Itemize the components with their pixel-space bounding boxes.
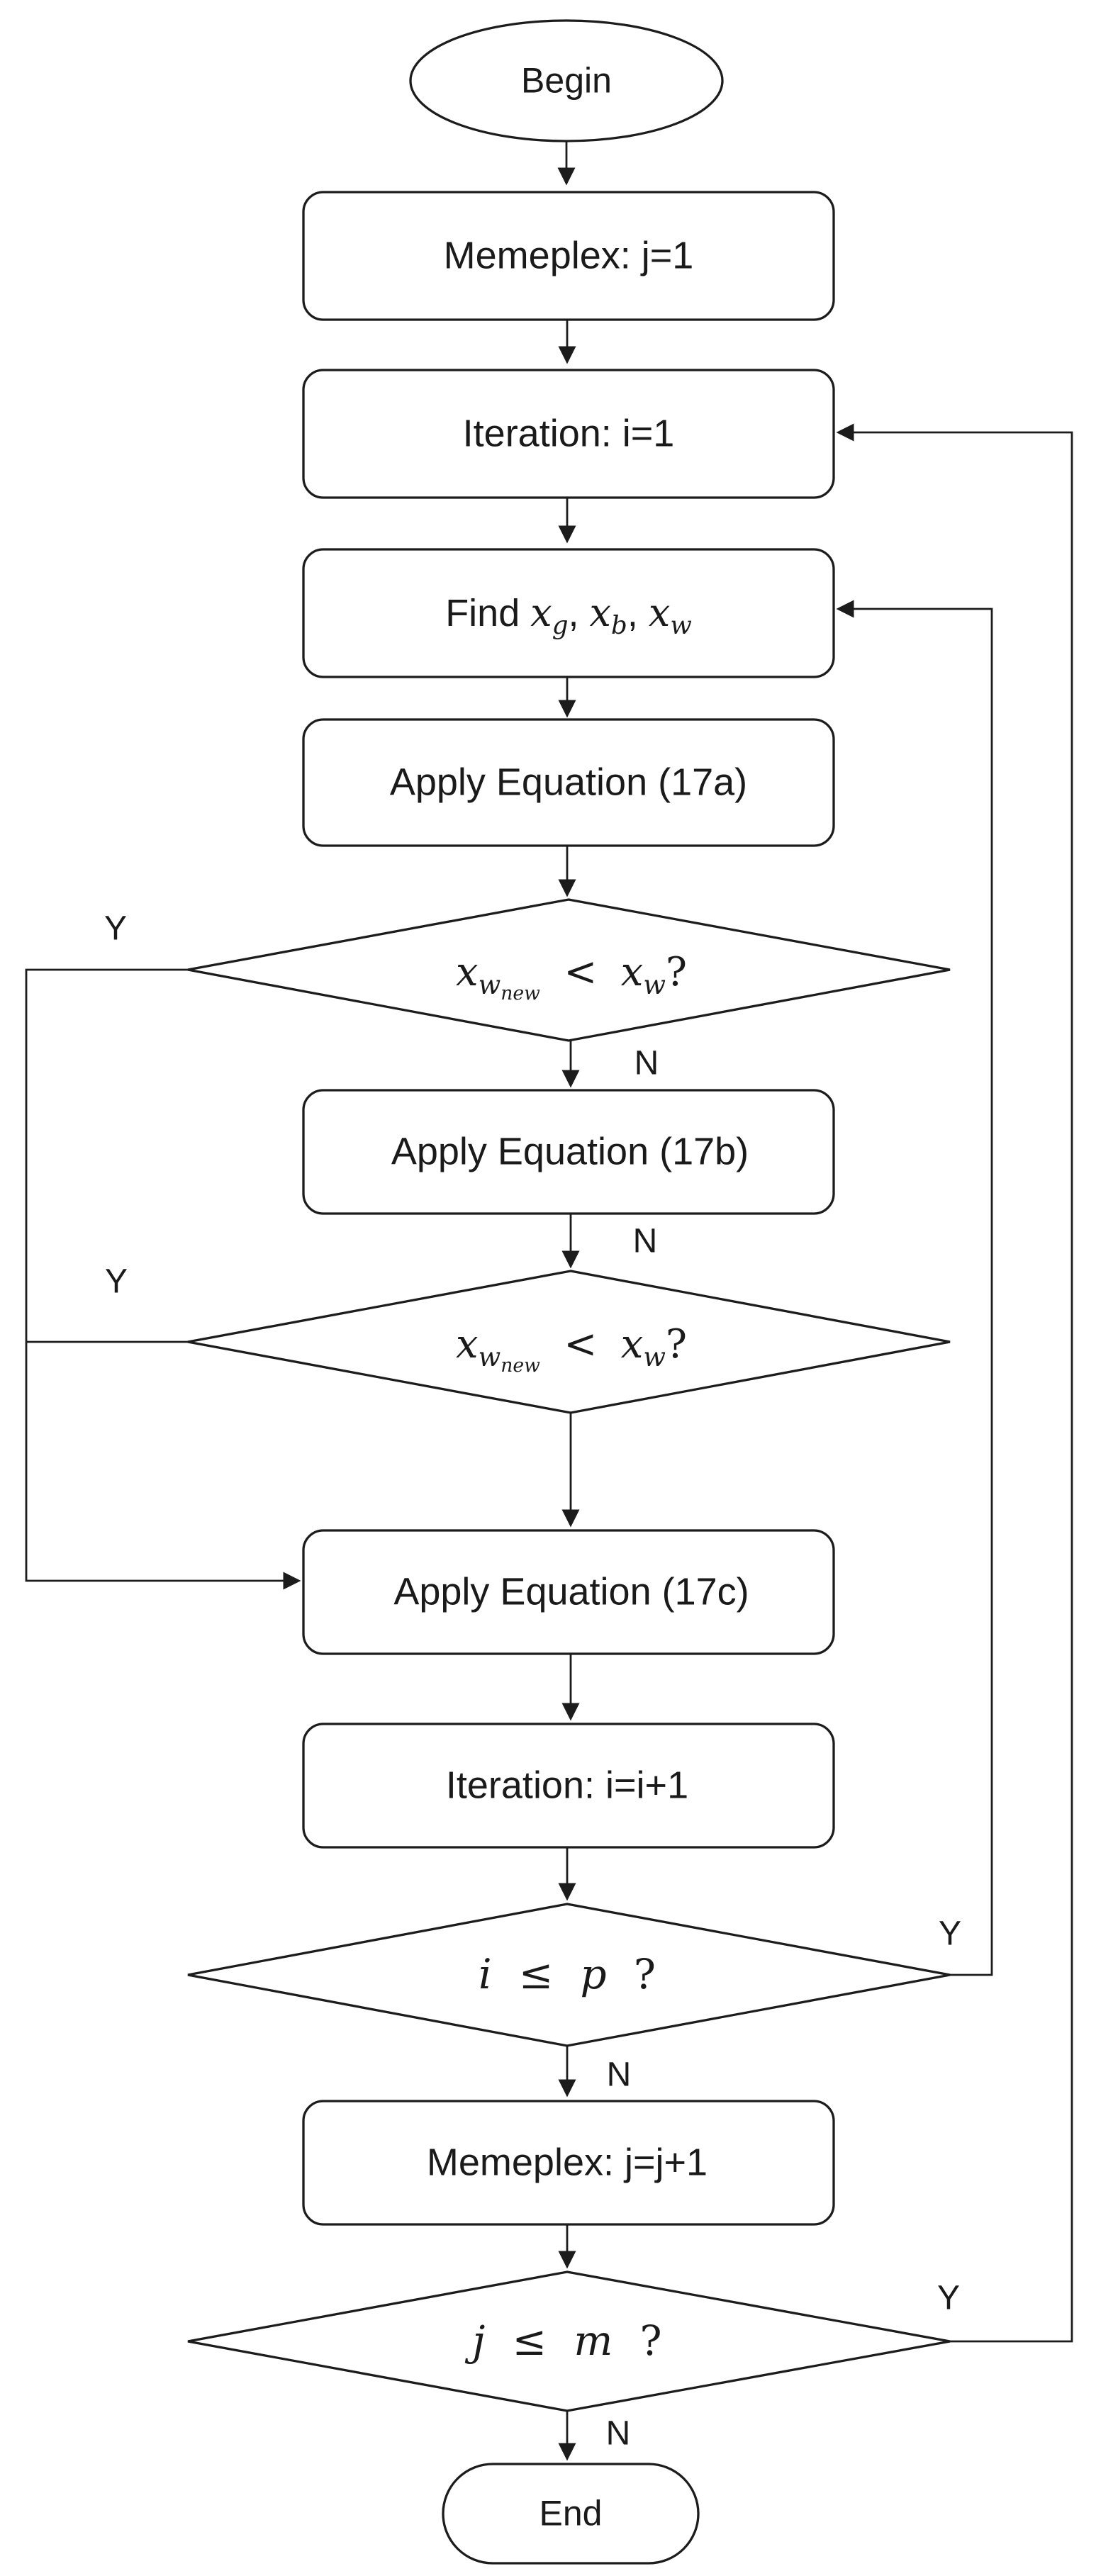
- process-iteration-init: [302, 369, 835, 499]
- branch-no-after-eq17b: N: [632, 1222, 658, 1260]
- process-apply-eq17b: [302, 1089, 835, 1215]
- terminator-begin: [409, 19, 724, 142]
- memeplex-init-label: Memeplex: j=1: [443, 234, 694, 277]
- edge-decision4-yes-loop-to-iteration-init: [836, 423, 1073, 2343]
- apply-eq17c-label: Apply Equation (17c): [393, 1570, 749, 1613]
- decision-xwnew-2-label: xwnew < xw?: [455, 1321, 688, 1377]
- apply-eq17b-label: Apply Equation (17b): [391, 1130, 749, 1173]
- branch-no-decision4: N: [605, 2414, 631, 2453]
- process-memeplex-increment: [302, 2100, 835, 2226]
- branch-no-decision1: N: [634, 1044, 659, 1082]
- process-apply-eq17c: [302, 1529, 835, 1655]
- process-apply-eq17a: [302, 718, 835, 847]
- terminator-end: [442, 2463, 700, 2565]
- process-find-best-worst: [302, 548, 835, 678]
- branch-yes-decision1: Y: [104, 909, 128, 948]
- end-label: End: [539, 2493, 603, 2533]
- memeplex-increment-label: Memeplex: j=j+1: [426, 2141, 708, 2184]
- decision-i-le-p-label: i ≤ p ?: [479, 1950, 656, 1999]
- iteration-increment-label: Iteration: i=i+1: [445, 1764, 689, 1807]
- branch-yes-decision3: Y: [938, 1915, 962, 1953]
- connectors: [25, 141, 1073, 2461]
- find-best-worst-label: Find xg, xb, xw: [445, 590, 692, 641]
- apply-eq17a-label: Apply Equation (17a): [389, 761, 748, 804]
- edge-decision1-yes-to-eq17c: [25, 968, 301, 1590]
- begin-label: Begin: [521, 60, 612, 101]
- branch-yes-decision2: Y: [104, 1262, 128, 1301]
- decision-i-le-p: [187, 1903, 951, 2047]
- branch-no-decision3: N: [606, 2056, 632, 2094]
- decision-xwnew-1: [187, 898, 951, 1042]
- process-iteration-increment: [302, 1723, 835, 1849]
- iteration-init-label: Iteration: i=1: [462, 412, 675, 455]
- decision-xwnew-2: [187, 1270, 951, 1414]
- branch-yes-decision4: Y: [936, 2279, 961, 2317]
- decision-xwnew-1-label: xwnew < xw?: [455, 949, 688, 1004]
- edge-decision3-yes-loop-to-find: [836, 600, 993, 1976]
- shapes: [187, 19, 951, 2565]
- decision-j-le-m-label: j ≤ m ?: [472, 2317, 662, 2365]
- process-memeplex-init: [302, 191, 835, 321]
- decision-j-le-m: [187, 2270, 951, 2412]
